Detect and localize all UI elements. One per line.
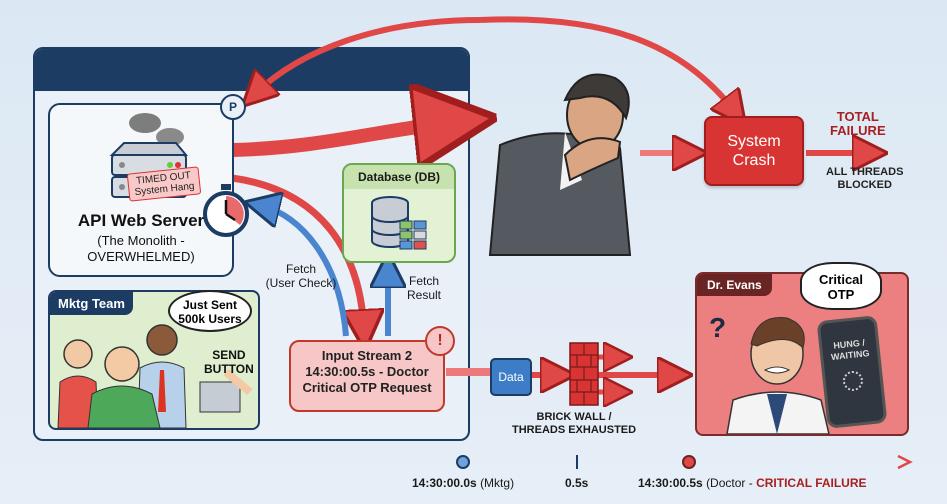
server-title: API Web Server (77, 211, 205, 230)
arc-arrow-to-crash (479, 16, 735, 112)
mktg-team-tag: Mktg Team (50, 292, 133, 315)
input-stream-title: Input Stream 2 (321, 348, 413, 363)
team-illustration (57, 324, 253, 428)
bubble-line-2: 500k Users (178, 312, 242, 326)
input-stream-time: 14:30:00.5s - Doctor (305, 364, 429, 379)
doctor-illustration (726, 317, 830, 434)
arc-arrow-to-server (255, 17, 481, 94)
database-box: Database (DB) (342, 163, 456, 263)
speech-bubble: Just Sent 500k Users (168, 290, 252, 332)
stopwatch-icon (203, 184, 249, 237)
server-subtitle-1: (The Monolith - (97, 233, 185, 248)
smoke-icon (129, 113, 161, 133)
threads-blocked-label: ALL THREADS BLOCKED (826, 166, 904, 191)
input-stream-request: Critical OTP Request (302, 380, 432, 395)
total-failure-label: TOTAL FAILURE (830, 109, 886, 138)
timeline-mktg-marker (456, 455, 470, 469)
fetch-user-check-label: Fetch (User Check) (265, 262, 337, 290)
bubble-line-1: Just Sent (182, 298, 237, 312)
timeline-delta-label: 0.5s (565, 476, 589, 490)
timeline-doctor-label: 14:30:00.5s (Doctor - CRITICAL FAILURE (638, 476, 867, 490)
loading-spinner-icon (841, 369, 864, 392)
server-subtitle-2: OVERWHELMED) (87, 249, 195, 264)
doctor-name-tag: Dr. Evans (697, 274, 772, 296)
stressed-man-illustration (488, 73, 632, 256)
server-to-input-arrow (231, 174, 364, 330)
phone-icon: HUNG / WAITING (816, 315, 888, 429)
timeline-doctor-marker (682, 455, 696, 469)
database-icon (371, 196, 427, 250)
database-title: Database (DB) (344, 165, 454, 189)
alert-icon: ! (425, 326, 455, 356)
brick-wall-label: BRICK WALL / THREADS EXHAUSTED (512, 411, 637, 436)
send-button-label: SEND BUTTON (204, 348, 254, 376)
timeline-mktg-label: 14:30:00.0s (Mktg) (412, 476, 515, 490)
fetch-user-check-arrow (262, 206, 349, 337)
brick-wall-icon (569, 342, 599, 406)
p-badge: P (220, 94, 246, 120)
server-overload-arrow (231, 122, 455, 150)
thought-bubble: Critical OTP (800, 262, 882, 310)
data-file-icon: Data (490, 358, 532, 396)
fetch-result-label: Fetch Result (406, 274, 441, 302)
timeline-arrowhead (897, 454, 913, 470)
question-mark-icon: ? (709, 312, 727, 343)
input-stream-box: Input Stream 2 14:30:00.5s - Doctor Crit… (289, 340, 445, 412)
system-crash-box: System Crash (704, 116, 804, 186)
